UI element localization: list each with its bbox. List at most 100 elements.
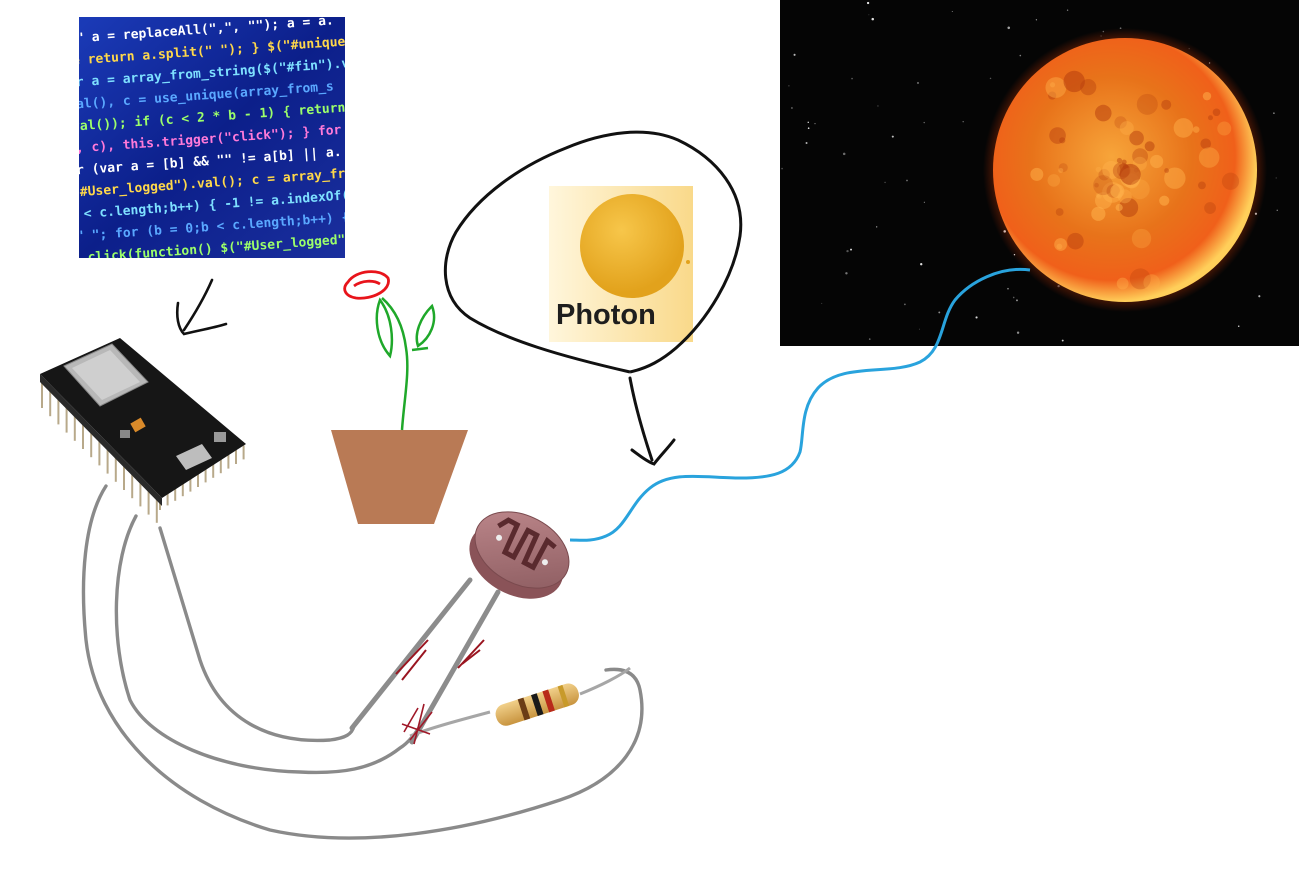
sun-spot — [1116, 277, 1129, 290]
star — [842, 152, 846, 156]
board-button — [214, 432, 226, 442]
star — [1061, 339, 1064, 342]
sun-spot — [1096, 193, 1102, 199]
sun-spot — [1048, 91, 1057, 100]
sun-spot — [1131, 228, 1152, 249]
board-pcb-edge — [40, 374, 162, 506]
sun-surface-texture — [1030, 70, 1240, 291]
star — [918, 328, 920, 330]
board-button — [120, 430, 130, 438]
star — [989, 77, 992, 80]
star — [788, 85, 790, 87]
star — [1237, 325, 1240, 327]
code-image-background — [79, 17, 345, 258]
plant-leaf-left — [375, 297, 394, 359]
star — [920, 263, 923, 266]
sun-spot — [1119, 121, 1134, 136]
star — [846, 249, 849, 253]
potted-plant — [331, 270, 468, 524]
sun-spot — [1116, 157, 1123, 164]
photon-image: Photon — [549, 186, 693, 342]
plant-stem — [381, 297, 409, 431]
sun-spot — [1049, 127, 1066, 144]
sun-to-sensor-link — [569, 267, 1031, 542]
resistor-band — [542, 689, 555, 713]
sun-spot — [1091, 206, 1106, 221]
esp32-board — [40, 338, 246, 523]
sun-spot — [1114, 116, 1127, 129]
star — [1007, 26, 1011, 30]
star — [1012, 296, 1015, 299]
sun-spot — [1161, 99, 1172, 110]
code-arrow-head — [175, 301, 228, 336]
sun-spot — [1221, 172, 1240, 190]
star — [906, 179, 908, 182]
sun-spot — [1063, 70, 1085, 93]
sun-spot — [1217, 121, 1232, 136]
star — [938, 311, 941, 314]
star — [1258, 295, 1261, 298]
star — [821, 302, 823, 304]
plant-twig — [411, 346, 429, 352]
photon-to-sensor-arrow — [628, 376, 676, 466]
sun-spot — [1030, 167, 1044, 181]
sun-spot — [1115, 203, 1123, 212]
star — [814, 123, 816, 125]
code-lines: " a = replaceAll(",", ""); a = a.e retur… — [79, 17, 345, 258]
sun-spot — [1144, 141, 1155, 152]
star — [923, 201, 925, 203]
star — [866, 1, 870, 5]
photon-dot — [686, 260, 690, 264]
sun-spot — [1049, 82, 1056, 88]
plant-leaf-right — [415, 303, 436, 348]
sun-spot — [1212, 108, 1221, 117]
ldr-leg-right — [409, 589, 501, 745]
sun-spot — [1095, 193, 1101, 198]
sun-spot — [1200, 138, 1212, 150]
star — [1066, 9, 1069, 11]
sun-spot — [1110, 184, 1125, 199]
star — [807, 127, 810, 130]
sun-spot — [1094, 182, 1099, 188]
sun-spot — [1095, 192, 1113, 210]
sun-spot — [1059, 137, 1066, 144]
junction-scribble — [401, 703, 433, 745]
photon-particle-icon — [580, 194, 684, 298]
ldr-zigzag — [497, 517, 557, 571]
sun-spot — [1045, 77, 1067, 98]
sun-spot — [1198, 181, 1206, 190]
board-pins — [41, 382, 245, 523]
code-to-board-arrow — [175, 278, 228, 336]
sun-spot — [1159, 195, 1170, 206]
sun-spot — [1102, 161, 1121, 180]
star — [850, 248, 852, 251]
star — [1273, 112, 1275, 114]
sun-spot — [1047, 174, 1061, 187]
resistor-band — [531, 693, 544, 717]
star — [884, 181, 886, 184]
sun-spot — [1164, 167, 1186, 189]
sun-spot — [1067, 232, 1084, 250]
sun-spot — [1054, 238, 1067, 251]
star — [790, 106, 793, 109]
sun-spot — [1129, 130, 1144, 146]
usb-port — [176, 444, 212, 470]
star — [1016, 331, 1020, 334]
photon-label: Photon — [556, 299, 656, 331]
sun-spot — [1058, 167, 1064, 173]
ldr-contact — [541, 559, 548, 566]
resistor-lead-right — [579, 666, 631, 696]
star — [1016, 299, 1018, 302]
photon-arrow-head — [630, 438, 676, 466]
sun-spot — [1143, 274, 1160, 291]
star — [845, 272, 848, 275]
sun-spot — [1129, 268, 1151, 290]
sun-spot — [1094, 104, 1112, 122]
board-wires — [81, 484, 644, 840]
sun-spot — [1098, 169, 1110, 181]
star — [781, 167, 783, 170]
resistor-band — [517, 697, 531, 721]
sun-spot — [1198, 147, 1220, 168]
sun-image — [780, 0, 1299, 346]
